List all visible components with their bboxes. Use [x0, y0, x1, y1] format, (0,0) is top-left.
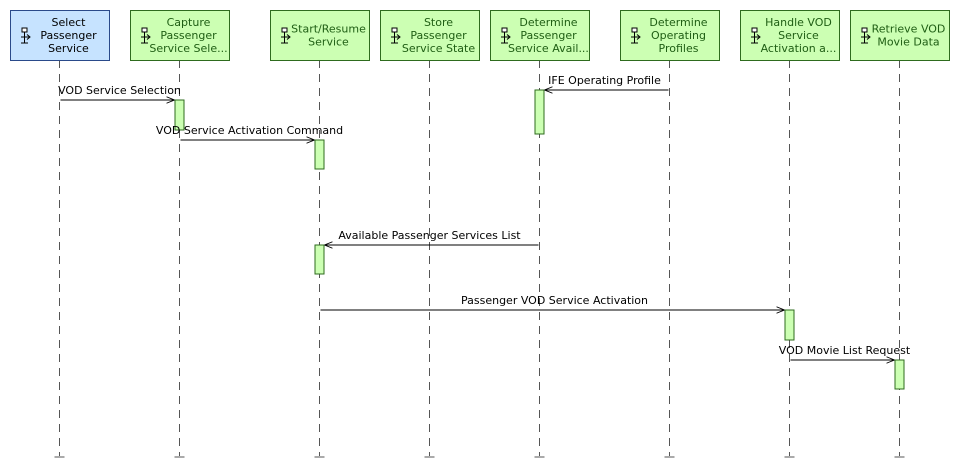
message-5[interactable]: VOD Movie List Request	[779, 344, 911, 360]
actor-label-line: Retrieve VOD	[872, 23, 946, 36]
function-icon	[21, 27, 31, 44]
activation-bar-0	[174, 99, 185, 131]
actor-label-line: Passenger	[410, 29, 467, 42]
actor-rect	[10, 10, 110, 61]
actor-label-line: Service	[778, 29, 819, 42]
message-label: Passenger VOD Service Activation	[461, 294, 648, 307]
actor-label-line: Service	[308, 36, 349, 49]
actor-label-line: Determine	[519, 16, 577, 29]
activation-bar-2	[314, 139, 325, 170]
message-label: IFE Operating Profile	[548, 74, 661, 87]
actor-label-line: Passenger	[520, 29, 577, 42]
function-icon	[751, 27, 761, 44]
message-label: VOD Service Activation Command	[156, 124, 343, 137]
message-label: Available Passenger Services List	[338, 229, 521, 242]
actor-label-line: Profiles	[659, 42, 699, 55]
actor-rect	[380, 10, 480, 61]
actor-label-line: Store	[424, 16, 453, 29]
message-3[interactable]: Available Passenger Services List	[324, 229, 539, 245]
actor-rect	[130, 10, 230, 61]
activation-bar-1	[534, 89, 545, 135]
message-4[interactable]: Passenger VOD Service Activation	[320, 294, 785, 310]
actor-label-line: Determine	[649, 16, 707, 29]
message-0[interactable]: VOD Service Selection	[58, 84, 181, 100]
actor-label-line: Service Sele...	[149, 42, 227, 55]
actor-label-line: Start/Resume	[291, 23, 366, 36]
message-1[interactable]: IFE Operating Profile	[544, 74, 669, 90]
actor-rect	[490, 10, 590, 61]
message-2[interactable]: VOD Service Activation Command	[156, 124, 343, 140]
function-icon	[391, 27, 401, 44]
actor-rect	[850, 10, 950, 61]
actor-label-line: Capture	[167, 16, 211, 29]
function-icon	[501, 27, 511, 44]
actor-label-line: Select	[52, 16, 87, 29]
function-icon	[861, 27, 871, 44]
function-icon	[281, 27, 291, 44]
function-icon	[141, 27, 151, 44]
actor-label-line: Service Avail...	[508, 42, 589, 55]
actor-label-line: Activation a...	[761, 42, 837, 55]
actor-label-line: Passenger	[40, 29, 97, 42]
actor-rect	[740, 10, 840, 61]
actor-label-line: Handle VOD	[765, 16, 832, 29]
message-label: VOD Movie List Request	[779, 344, 911, 357]
activation-bar-4	[784, 309, 795, 341]
actor-rect	[620, 10, 720, 61]
actor-rect	[270, 10, 370, 61]
function-icon	[631, 27, 641, 44]
actor-label-line: Passenger	[160, 29, 217, 42]
activation-bar-3	[314, 244, 325, 275]
actor-label-line: Service	[48, 42, 89, 55]
actor-label-line: Movie Data	[877, 36, 939, 49]
actor-label-line: Service State	[402, 42, 475, 55]
activation-bar-5	[894, 359, 905, 390]
actor-label-line: Operating	[651, 29, 706, 42]
message-label: VOD Service Selection	[58, 84, 181, 97]
